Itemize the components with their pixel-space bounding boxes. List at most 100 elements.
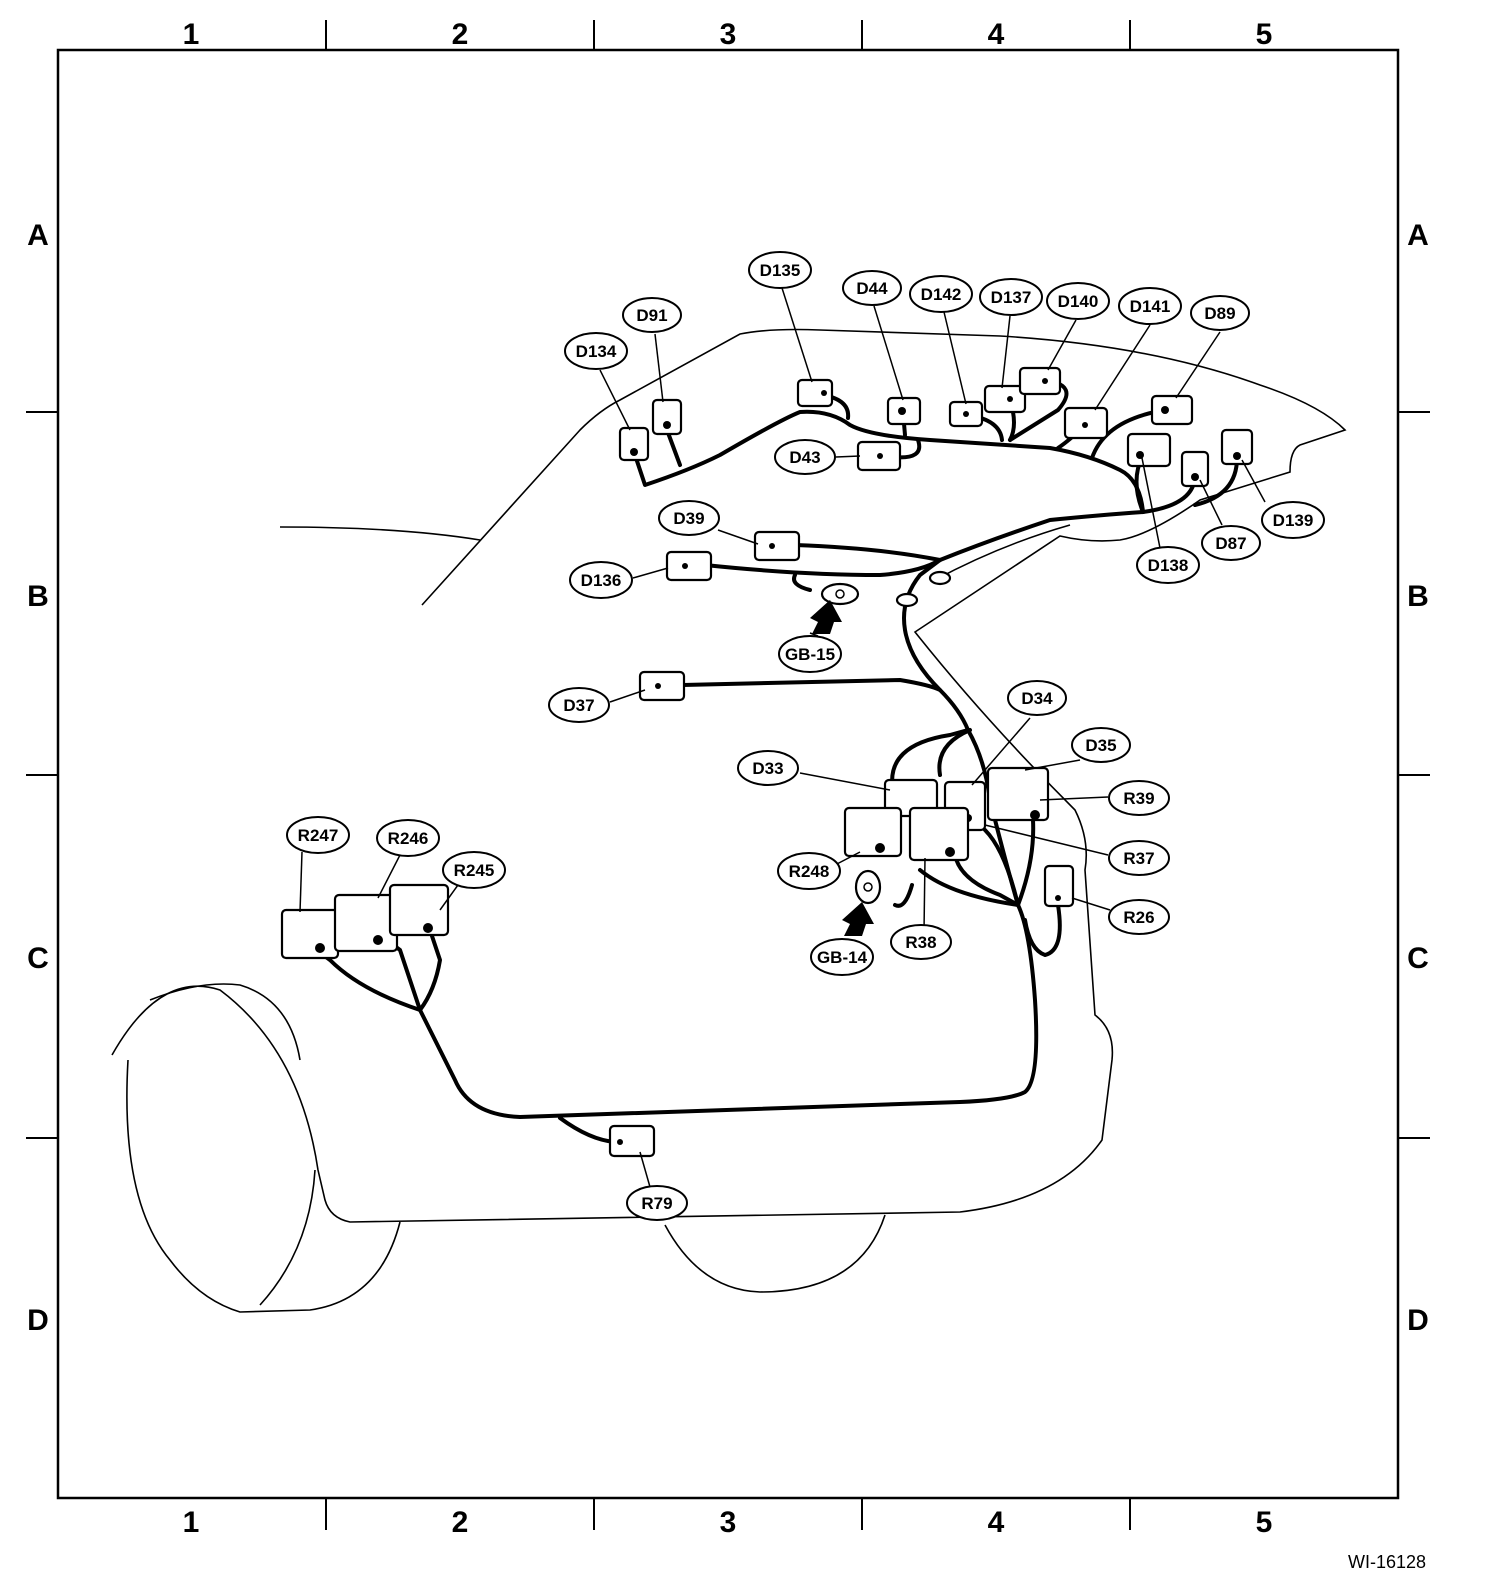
connector-shapes xyxy=(280,366,1254,1158)
connector-icon xyxy=(1018,366,1062,396)
callout-d37[interactable]: D37 xyxy=(548,687,610,723)
callout-d44[interactable]: D44 xyxy=(842,270,902,306)
callout-label: D138 xyxy=(1148,556,1189,575)
callout-label: D135 xyxy=(760,261,801,280)
col-label-top: 3 xyxy=(720,18,737,51)
callout-gb-15[interactable]: GB-15 xyxy=(778,635,842,673)
row-label-right: D xyxy=(1407,1304,1429,1337)
col-label-bottom: 5 xyxy=(1256,1506,1273,1539)
ground-arrows xyxy=(810,600,874,936)
callout-d91[interactable]: D91 xyxy=(622,297,682,333)
callout-label: R246 xyxy=(388,829,429,848)
callout-label: GB-15 xyxy=(785,645,835,664)
callout-d136[interactable]: D136 xyxy=(569,561,633,599)
callout-d34[interactable]: D34 xyxy=(1007,680,1067,716)
callout-d137[interactable]: D137 xyxy=(979,278,1043,316)
callout-label: R39 xyxy=(1123,789,1154,808)
callout-label: D89 xyxy=(1204,304,1235,323)
callout-d35[interactable]: D35 xyxy=(1071,727,1131,763)
vehicle-outline xyxy=(111,328,1347,1313)
connector-icon xyxy=(280,908,340,960)
leader-lines xyxy=(299,287,1266,1188)
callout-r79[interactable]: R79 xyxy=(626,1185,688,1221)
connector-icon xyxy=(796,378,834,408)
callout-r247[interactable]: R247 xyxy=(286,816,350,854)
callout-label: D91 xyxy=(636,306,667,325)
callout-label: D134 xyxy=(576,342,617,361)
callout-label: R38 xyxy=(905,933,936,952)
callout-label: D87 xyxy=(1215,534,1246,553)
callout-d33[interactable]: D33 xyxy=(737,750,799,786)
connector-icon xyxy=(333,893,399,953)
row-label-left: A xyxy=(27,219,49,252)
callout-label: R26 xyxy=(1123,908,1154,927)
callout-d141[interactable]: D141 xyxy=(1118,287,1182,325)
row-label-right: B xyxy=(1407,580,1429,613)
col-label-top: 4 xyxy=(988,18,1005,51)
callout-label: D141 xyxy=(1130,297,1171,316)
diagram-frame xyxy=(56,48,1400,1500)
row-label-right: A xyxy=(1407,219,1429,252)
callout-d140[interactable]: D140 xyxy=(1046,282,1110,320)
callout-label: D37 xyxy=(563,696,594,715)
connector-icon xyxy=(986,766,1050,822)
connector-icon xyxy=(886,396,922,426)
callout-r248[interactable]: R248 xyxy=(777,852,841,890)
callout-label: D139 xyxy=(1273,511,1314,530)
ground-terminal-icon xyxy=(820,582,860,606)
connector-icon xyxy=(651,398,683,436)
callout-gb-14[interactable]: GB-14 xyxy=(810,938,874,976)
callout-label: GB-14 xyxy=(817,948,868,967)
callout-r245[interactable]: R245 xyxy=(442,851,506,889)
callout-label: R248 xyxy=(789,862,830,881)
callout-d39[interactable]: D39 xyxy=(658,500,720,536)
callout-d43[interactable]: D43 xyxy=(774,439,836,475)
callout-label: D137 xyxy=(991,288,1032,307)
col-label-top: 1 xyxy=(183,18,200,51)
connector-icon xyxy=(908,806,970,862)
callout-d142[interactable]: D142 xyxy=(909,275,973,313)
connector-icon xyxy=(1063,406,1109,440)
connector-icon xyxy=(856,440,902,472)
connector-icon xyxy=(1220,428,1254,466)
connector-icon xyxy=(388,883,450,937)
callout-d134[interactable]: D134 xyxy=(564,332,628,370)
callout-label: D35 xyxy=(1085,736,1116,755)
ground-terminal-icon xyxy=(895,570,952,608)
document-id: WI-16128 xyxy=(1348,1552,1426,1572)
callout-label: D142 xyxy=(921,285,962,304)
col-label-bottom: 4 xyxy=(988,1506,1005,1539)
callout-d135[interactable]: D135 xyxy=(748,251,812,289)
callout-r37[interactable]: R37 xyxy=(1108,840,1170,876)
connector-icon xyxy=(1180,450,1210,488)
callout-d89[interactable]: D89 xyxy=(1190,295,1250,331)
col-label-top: 2 xyxy=(452,18,469,51)
callout-label: R37 xyxy=(1123,849,1154,868)
ground-arrow-icon xyxy=(810,600,842,634)
callout-r246[interactable]: R246 xyxy=(376,819,440,857)
row-label-left: C xyxy=(27,942,49,975)
connector-icon xyxy=(618,426,650,462)
row-label-left: D xyxy=(27,1304,49,1337)
col-label-bottom: 2 xyxy=(452,1506,469,1539)
callout-r38[interactable]: R38 xyxy=(890,924,952,960)
callout-label: R79 xyxy=(641,1194,672,1213)
callout-d139[interactable]: D139 xyxy=(1261,501,1325,539)
callout-label: D34 xyxy=(1021,689,1053,708)
callout-label: R245 xyxy=(454,861,495,880)
callout-label: D39 xyxy=(673,509,704,528)
connector-icon xyxy=(608,1124,656,1158)
callout-d87[interactable]: D87 xyxy=(1201,525,1261,561)
callout-label: D44 xyxy=(856,279,888,298)
ground-arrow-icon xyxy=(842,902,874,936)
callout-label: D136 xyxy=(581,571,622,590)
connector-icon xyxy=(1126,432,1172,468)
connector-icon xyxy=(753,530,801,562)
callout-r26[interactable]: R26 xyxy=(1108,899,1170,935)
callout-label: D33 xyxy=(752,759,783,778)
callout-label: D43 xyxy=(789,448,820,467)
callout-d138[interactable]: D138 xyxy=(1136,546,1200,584)
callout-r39[interactable]: R39 xyxy=(1108,780,1170,816)
grid-labels: 1 2 3 4 5 1 2 3 4 5 A B C D A B C D xyxy=(27,18,1429,1539)
